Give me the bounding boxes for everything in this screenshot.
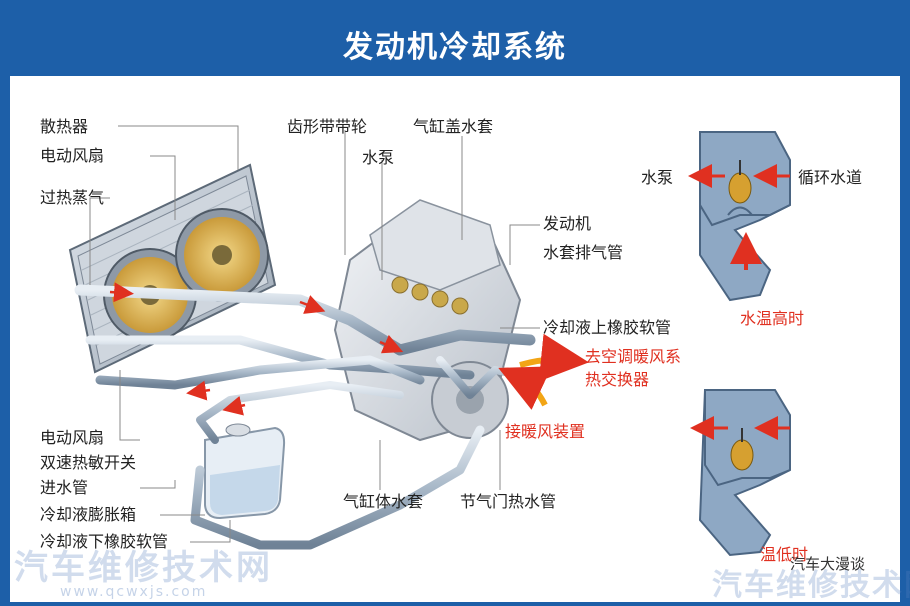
label-engine: 发动机: [543, 214, 592, 233]
label-lower-hose: 冷却液下橡胶软管: [40, 532, 169, 551]
label-jacket-vent-pipe: 水套排气管: [543, 243, 624, 262]
label-water-pump: 水泵: [362, 148, 395, 167]
label-electric-fan-top: 电动风扇: [40, 146, 105, 165]
coolant-pipes: [74, 284, 536, 550]
heater-flow-arrows: [498, 333, 589, 410]
inset-label-circulation-channel: 循环水道: [798, 168, 863, 187]
label-inlet-pipe: 进水管: [40, 478, 89, 497]
watermark-left: 汽车维修技术网: [14, 548, 273, 588]
label-from-heater: 接暖风装置: [505, 422, 586, 441]
label-toothed-belt-pulley: 齿形带带轮: [287, 117, 368, 136]
expansion-tank: [204, 423, 286, 520]
label-expansion-tank: 冷却液膨胀箱: [40, 505, 137, 524]
inset-label-water-pump: 水泵: [641, 168, 674, 187]
label-radiator: 散热器: [40, 117, 89, 136]
thermostat-inset-cold: [690, 389, 791, 557]
inset-caption-cold: 温低时: [760, 545, 809, 564]
label-to-heater-line1: 去空调暖风系: [585, 347, 682, 366]
electric-fan-right: [175, 208, 269, 302]
label-cylinder-block-jacket: 气缸体水套: [343, 492, 424, 511]
inset-caption-hot: 水温高时: [740, 309, 805, 328]
label-cylinder-head-jacket: 气缸盖水套: [413, 117, 494, 136]
watermark-right: 汽车维修技术网: [712, 568, 910, 603]
label-electric-fan-bottom: 电动风扇: [40, 428, 105, 447]
label-to-heater-line2: 热交换器: [585, 370, 650, 389]
thermostat-inset-hot: [688, 131, 791, 302]
page-title: 发动机冷却系统: [343, 30, 567, 65]
watermark-wechat: 汽车大漫谈: [790, 555, 866, 573]
label-two-speed-switch: 双速热敏开关: [40, 453, 137, 472]
engine-block: [333, 199, 522, 442]
leader-lines: [89, 125, 540, 543]
label-throttle-hot-pipe: 节气门热水管: [460, 492, 557, 511]
coolant-flow-arrows: [109, 282, 404, 416]
label-overheated-steam: 过热蒸气: [40, 188, 105, 207]
watermark-left-url: www.qcwxjs.com: [60, 584, 208, 600]
label-upper-hose: 冷却液上橡胶软管: [543, 318, 672, 337]
